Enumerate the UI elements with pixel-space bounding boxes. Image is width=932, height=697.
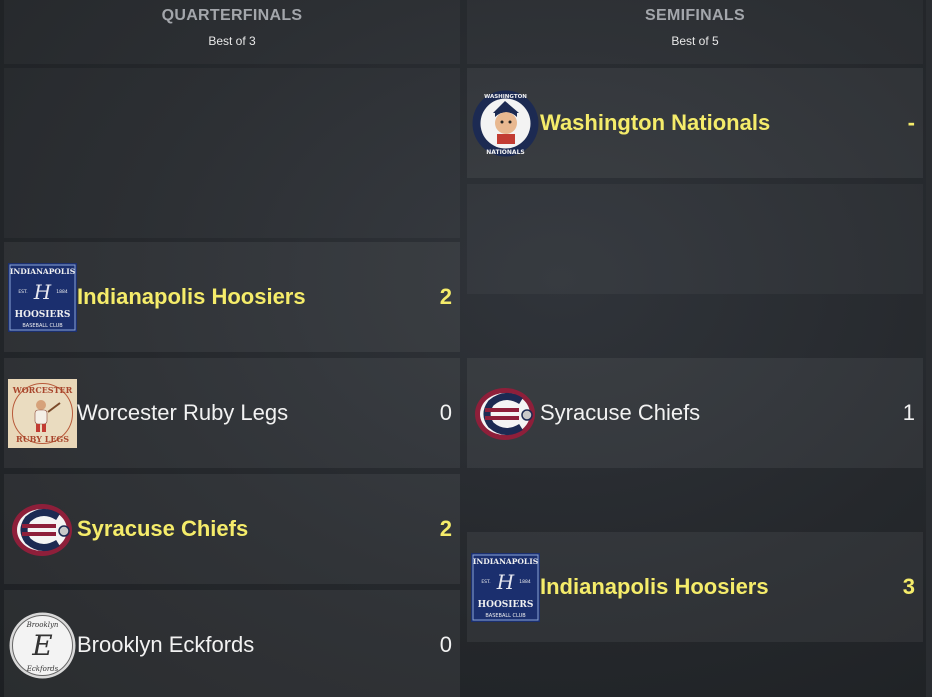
qf-team-slot-worcester[interactable]: WORCESTER RUBY LEGS Worcester Ruby Legs …: [4, 358, 460, 468]
series-score: -: [907, 110, 915, 135]
indianapolis-hoosiers-logo: INDIANAPOLIS H EST. 1884 HOOSIERS BASEBA…: [471, 553, 540, 622]
svg-text:EST.: EST.: [18, 289, 27, 295]
syracuse-chiefs-logo: [12, 504, 72, 556]
series-score: 3: [902, 574, 915, 599]
brooklyn-eckfords-logo: Brooklyn E Eckfords: [9, 612, 76, 679]
series-score: 1: [902, 400, 915, 425]
sf-team-slot-washington[interactable]: WASHINGTON NATIONALS Washington National…: [467, 68, 923, 178]
svg-text:1884: 1884: [519, 579, 531, 585]
svg-text:Brooklyn: Brooklyn: [26, 621, 59, 629]
sf-team-slot-indianapolis[interactable]: INDIANAPOLIS H EST. 1884 HOOSIERS BASEBA…: [467, 532, 923, 642]
svg-text:EST.: EST.: [481, 579, 490, 585]
semifinals-series-length: Best of 5: [671, 34, 719, 48]
svg-text:BASEBALL CLUB: BASEBALL CLUB: [22, 323, 63, 329]
worcester-ruby-legs-logo: WORCESTER RUBY LEGS: [8, 379, 77, 448]
syracuse-chiefs-logo: [475, 388, 535, 440]
indianapolis-hoosiers-logo: INDIANAPOLIS H EST. 1884 HOOSIERS BASEBA…: [8, 263, 77, 332]
svg-text:E: E: [31, 629, 52, 662]
series-score: 0: [439, 400, 452, 425]
team-name: Syracuse Chiefs: [540, 400, 701, 425]
qf-team-slot-indianapolis[interactable]: INDIANAPOLIS H EST. 1884 HOOSIERS BASEBA…: [4, 242, 460, 352]
svg-text:INDIANAPOLIS: INDIANAPOLIS: [473, 557, 538, 566]
svg-text:WORCESTER: WORCESTER: [12, 385, 73, 395]
svg-text:BASEBALL CLUB: BASEBALL CLUB: [485, 613, 526, 619]
svg-text:HOOSIERS: HOOSIERS: [15, 310, 71, 320]
svg-text:1884: 1884: [56, 289, 68, 295]
sf-team-slot-syracuse[interactable]: Syracuse Chiefs 1: [467, 358, 923, 468]
semifinals-title: SEMIFINALS: [645, 7, 745, 24]
svg-text:H: H: [496, 570, 515, 594]
team-name: Syracuse Chiefs: [77, 516, 249, 541]
quarterfinals-title: QUARTERFINALS: [161, 7, 303, 24]
svg-text:H: H: [33, 280, 52, 304]
series-score: 2: [439, 284, 452, 309]
washington-nationals-logo: WASHINGTON NATIONALS: [472, 90, 539, 157]
panel-edge: [926, 0, 932, 697]
quarterfinals-series-length: Best of 3: [208, 34, 256, 48]
empty-bracket-slot: [4, 68, 460, 238]
quarterfinals-header: QUARTERFINALS Best of 3: [4, 0, 460, 64]
qf-team-slot-brooklyn[interactable]: Brooklyn E Eckfords Brooklyn Eckfords 0: [4, 590, 460, 697]
series-score: 0: [439, 632, 452, 657]
svg-text:NATIONALS: NATIONALS: [486, 149, 524, 156]
svg-text:HOOSIERS: HOOSIERS: [478, 600, 534, 610]
team-name: Indianapolis Hoosiers: [77, 284, 306, 309]
team-name: Indianapolis Hoosiers: [540, 574, 769, 599]
svg-text:RUBY LEGS: RUBY LEGS: [16, 434, 69, 444]
svg-text:INDIANAPOLIS: INDIANAPOLIS: [10, 267, 75, 276]
empty-bracket-slot: [467, 184, 923, 294]
svg-text:WASHINGTON: WASHINGTON: [484, 94, 527, 100]
svg-text:Eckfords: Eckfords: [26, 665, 59, 673]
team-name: Washington Nationals: [540, 110, 771, 135]
qf-team-slot-syracuse[interactable]: Syracuse Chiefs 2: [4, 474, 460, 584]
series-score: 2: [439, 516, 452, 541]
semifinals-header: SEMIFINALS Best of 5: [467, 0, 923, 64]
team-name: Brooklyn Eckfords: [77, 632, 255, 657]
team-name: Worcester Ruby Legs: [77, 400, 289, 425]
